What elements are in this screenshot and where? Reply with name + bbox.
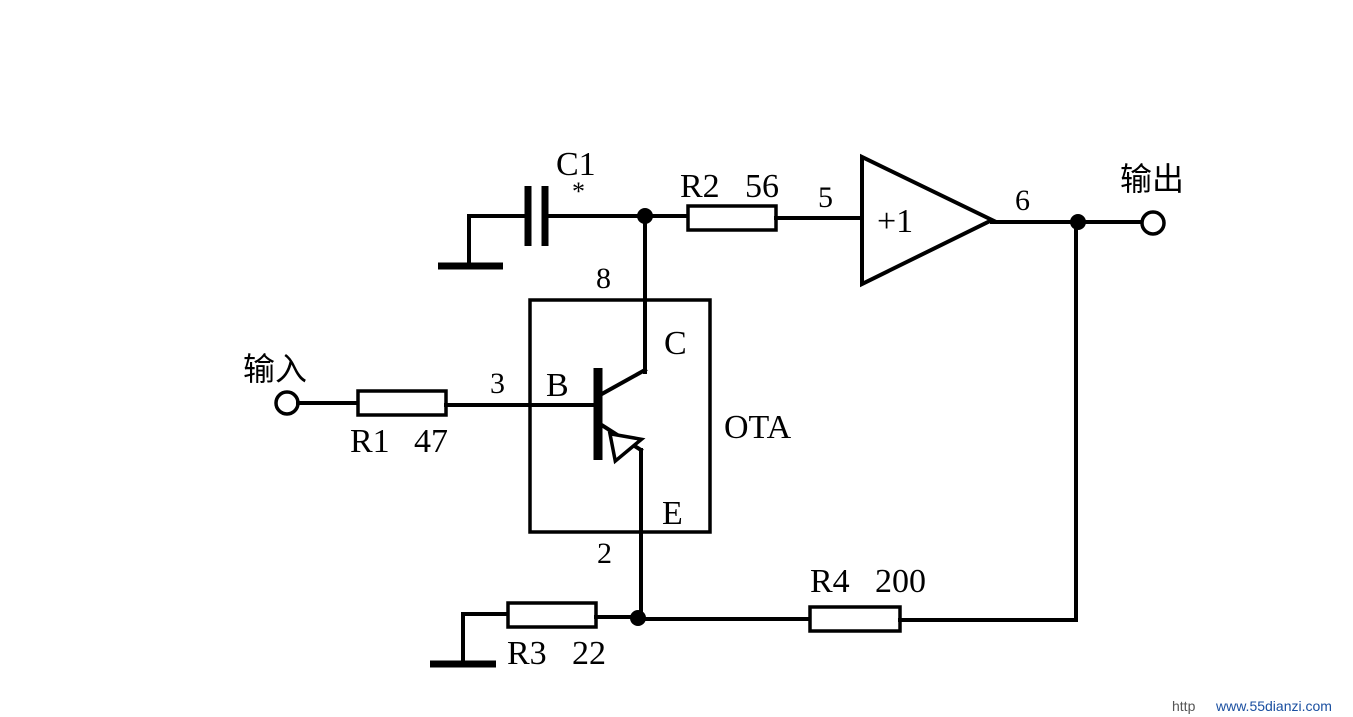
buffer-output-pin: 6	[1015, 184, 1030, 217]
collector-pin-number: 8	[596, 262, 611, 295]
ota-label: OTA	[724, 409, 792, 446]
buffer-gain-label: +1	[877, 203, 913, 240]
transistor-base-label: B	[546, 367, 569, 404]
input-terminal	[274, 390, 300, 416]
capacitor-c1-mark: *	[572, 177, 585, 206]
output-terminal-label: 输出	[1120, 160, 1184, 198]
resistor-r4	[808, 605, 902, 633]
transistor-collector-label: C	[664, 325, 687, 362]
transistor-emitter-label: E	[662, 495, 683, 532]
resistor-r4-value: 200	[875, 563, 926, 600]
resistor-r4-name: R4	[810, 563, 850, 600]
watermark-prefix: http	[1172, 698, 1196, 714]
resistor-r3-name: R3	[507, 635, 547, 672]
watermark-site: www.55dianzi.com	[1215, 698, 1332, 714]
input-terminal-label: 输入	[243, 350, 307, 388]
transistor-symbol	[593, 367, 648, 620]
resistor-r1-value: 47	[414, 423, 448, 460]
capacitor-c1-label: C1	[556, 146, 596, 183]
buffer-amplifier	[860, 153, 997, 288]
emitter-pin-number: 2	[597, 537, 612, 570]
resistor-r2-value: 56	[745, 168, 779, 205]
ground-symbol-bottom	[430, 612, 496, 668]
buffer-input-pin: 5	[818, 181, 833, 214]
ota-block	[528, 298, 712, 534]
resistor-r3-value: 22	[572, 635, 606, 672]
resistor-r2-name: R2	[680, 168, 720, 205]
ground-symbol-top	[438, 214, 503, 270]
base-pin-number: 3	[490, 367, 505, 400]
resistor-r3	[506, 601, 598, 629]
output-terminal	[1140, 210, 1166, 236]
resistor-r1-name: R1	[350, 423, 390, 460]
resistor-r1	[356, 389, 448, 417]
capacitor-c1	[467, 186, 647, 246]
resistor-r2	[686, 204, 778, 232]
